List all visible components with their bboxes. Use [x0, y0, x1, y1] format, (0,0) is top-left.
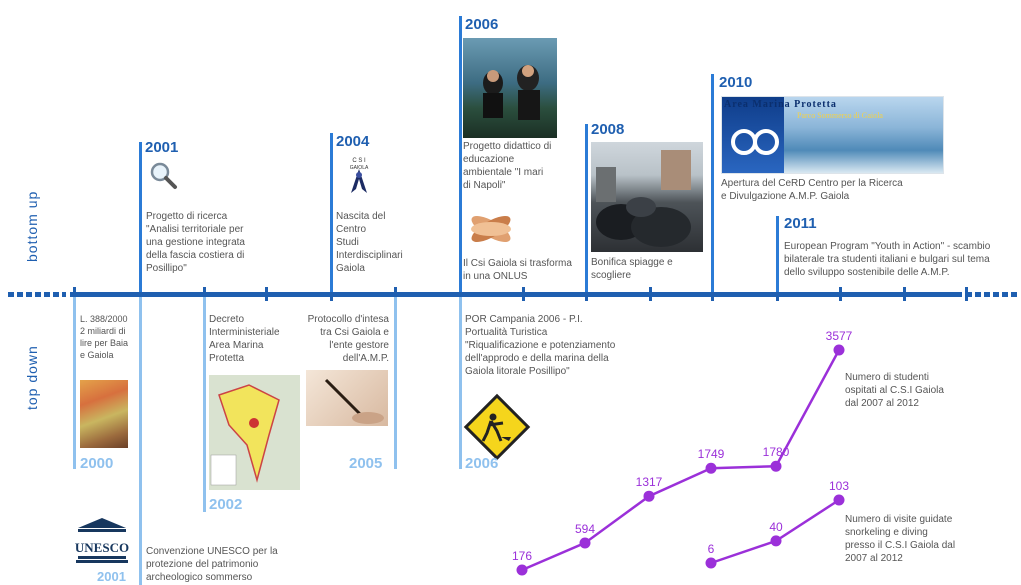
divers-photo [463, 38, 557, 138]
magnifier-icon [148, 160, 178, 190]
event-line-2004-top [330, 133, 333, 292]
amp-banner-title: Area Marina Protetta [724, 99, 837, 110]
axis-tick [965, 287, 968, 301]
axis-tick [585, 287, 588, 301]
axis-tick [649, 287, 652, 301]
event-year-2002-bottom: 2002 [209, 496, 243, 513]
event-line-2011-top [776, 216, 779, 292]
svg-text:C S I: C S I [352, 158, 366, 164]
banknotes-photo [80, 380, 128, 448]
axis-tick [839, 287, 842, 301]
hands-photo [465, 205, 517, 253]
event-text-2011-top: European Program "Youth in Action" - sca… [784, 241, 991, 278]
axis-tick [903, 287, 906, 301]
roadwork-sign-icon [463, 393, 531, 461]
event-year-2010-top: 2010 [719, 74, 753, 91]
chart-point [770, 535, 782, 547]
chart-line-0 [521, 349, 841, 572]
chart-data-label: 1780 [763, 445, 790, 459]
unesco-logo-text: UNESCO [75, 540, 129, 555]
event-line-2006-top [459, 16, 462, 292]
event-line-2002-bottom [203, 297, 206, 512]
event-line-2001-top [139, 142, 142, 292]
event-line-2010-top [711, 74, 714, 292]
chart-data-label: 103 [829, 479, 849, 493]
event-line-2008-top [585, 124, 588, 292]
chart-point [833, 344, 845, 356]
chart-data-label: 594 [575, 522, 595, 536]
axis-tick [394, 287, 397, 301]
axis-tick [776, 287, 779, 301]
axis-tick [139, 287, 142, 301]
event-line-2001-bottom [139, 297, 142, 585]
event-year-2011-top: 2011 [784, 215, 817, 232]
chart-data-label: 3577 [826, 329, 853, 343]
axis-tick [203, 287, 206, 301]
chart-point [516, 564, 528, 576]
chart-data-label: 1749 [698, 447, 725, 461]
chart-data-label: 40 [769, 520, 783, 534]
event-text-2006-bottom: POR Campania 2006 - P.I.Portualità Turis… [465, 314, 616, 377]
map-image [209, 375, 300, 490]
axis-tick [459, 287, 462, 301]
event-line-2005-bottom [394, 297, 397, 469]
signing-photo [306, 370, 388, 426]
chart-data-label: 1317 [636, 475, 663, 489]
event-year-2001-bottom: 2001 [97, 569, 126, 584]
event-line-2006-bottom [459, 297, 462, 469]
event-line-2000-bottom [73, 297, 76, 469]
amp-banner-photo [784, 97, 943, 173]
axis-tick [73, 287, 76, 301]
garbage-photo [591, 142, 703, 252]
event-year-2006-top: 2006 [465, 16, 499, 33]
chart-point [643, 490, 655, 502]
chart-point [705, 557, 717, 569]
event-year-2006-bottom: 2006 [465, 455, 499, 472]
chart-point [705, 462, 717, 474]
event-year-2004-top: 2004 [336, 133, 370, 150]
unesco-logo: UNESCO [74, 516, 130, 564]
amp-banner-subtitle: Parco Sommerso di Gaiola [797, 111, 883, 120]
chart-point [579, 537, 591, 549]
timeline-axis-dots-right [966, 292, 1018, 297]
axis-tick [522, 287, 525, 301]
event-text-2001-top: Progetto di ricerca"Analisi territoriale… [146, 211, 245, 274]
side-label-bottom-up: bottom up [24, 190, 40, 262]
timeline-axis [70, 292, 962, 297]
timeline-axis-dots-left [8, 292, 66, 297]
event-year-2008-top: 2008 [591, 121, 625, 138]
event-year-2005-bottom: 2005 [349, 455, 383, 472]
svg-text:GAIOLA: GAIOLA [350, 165, 369, 171]
event-year-2001-top: 2001 [145, 139, 179, 156]
chart-point [770, 460, 782, 472]
chart-data-label: 176 [512, 549, 532, 563]
axis-tick [330, 287, 333, 301]
chart-point [833, 494, 845, 506]
chart-data-label: 6 [708, 542, 715, 556]
axis-tick [711, 287, 714, 301]
side-label-top-down: top down [24, 345, 40, 410]
event-year-2000-bottom: 2000 [80, 455, 114, 472]
amp-banner: Area Marina Protetta Parco Sommerso di G… [721, 96, 944, 174]
chart-line-1 [710, 498, 840, 565]
axis-tick [265, 287, 268, 301]
